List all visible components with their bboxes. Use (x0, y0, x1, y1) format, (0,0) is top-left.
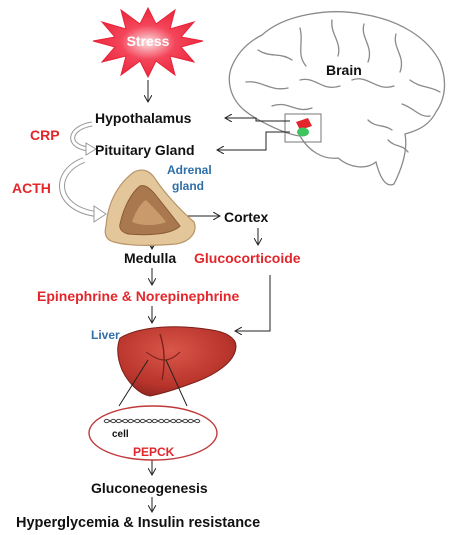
adrenal-gland-label-2: gland (172, 179, 204, 193)
brain-icon (228, 11, 446, 186)
liver-label: Liver (91, 328, 120, 342)
crp-label: CRP (30, 127, 60, 143)
zoom-lines (118, 359, 188, 407)
epinephrine-label: Epinephrine & Norepinephrine (37, 288, 240, 304)
stress-label: Stress (126, 33, 170, 49)
adrenal-gland-icon (104, 169, 196, 246)
adrenal-gland-label-1: Adrenal (167, 163, 212, 177)
acth-label: ACTH (12, 180, 51, 196)
cortex-label: Cortex (224, 209, 269, 225)
hypothalamus-label: Hypothalamus (95, 110, 192, 126)
pituitary-gland-label: Pituitary Gland (95, 142, 195, 158)
gluconeogenesis-label: Gluconeogenesis (91, 480, 208, 496)
crp-curved-arrow (70, 121, 97, 156)
hypothalamus-pituitary-highlight (284, 113, 322, 143)
liver-icon (117, 326, 237, 397)
pepck-label: PEPCK (133, 445, 175, 459)
brain-label: Brain (326, 62, 362, 78)
stress-starburst-icon (92, 6, 204, 79)
outcome-label: Hyperglycemia & Insulin resistance (16, 515, 261, 531)
acth-curved-arrow (59, 157, 107, 223)
medulla-label: Medulla (124, 250, 177, 266)
cell-label: cell (112, 429, 129, 440)
dna-strand-icon (103, 418, 201, 424)
glucocorticoide-label: Glucocorticoide (194, 250, 301, 266)
